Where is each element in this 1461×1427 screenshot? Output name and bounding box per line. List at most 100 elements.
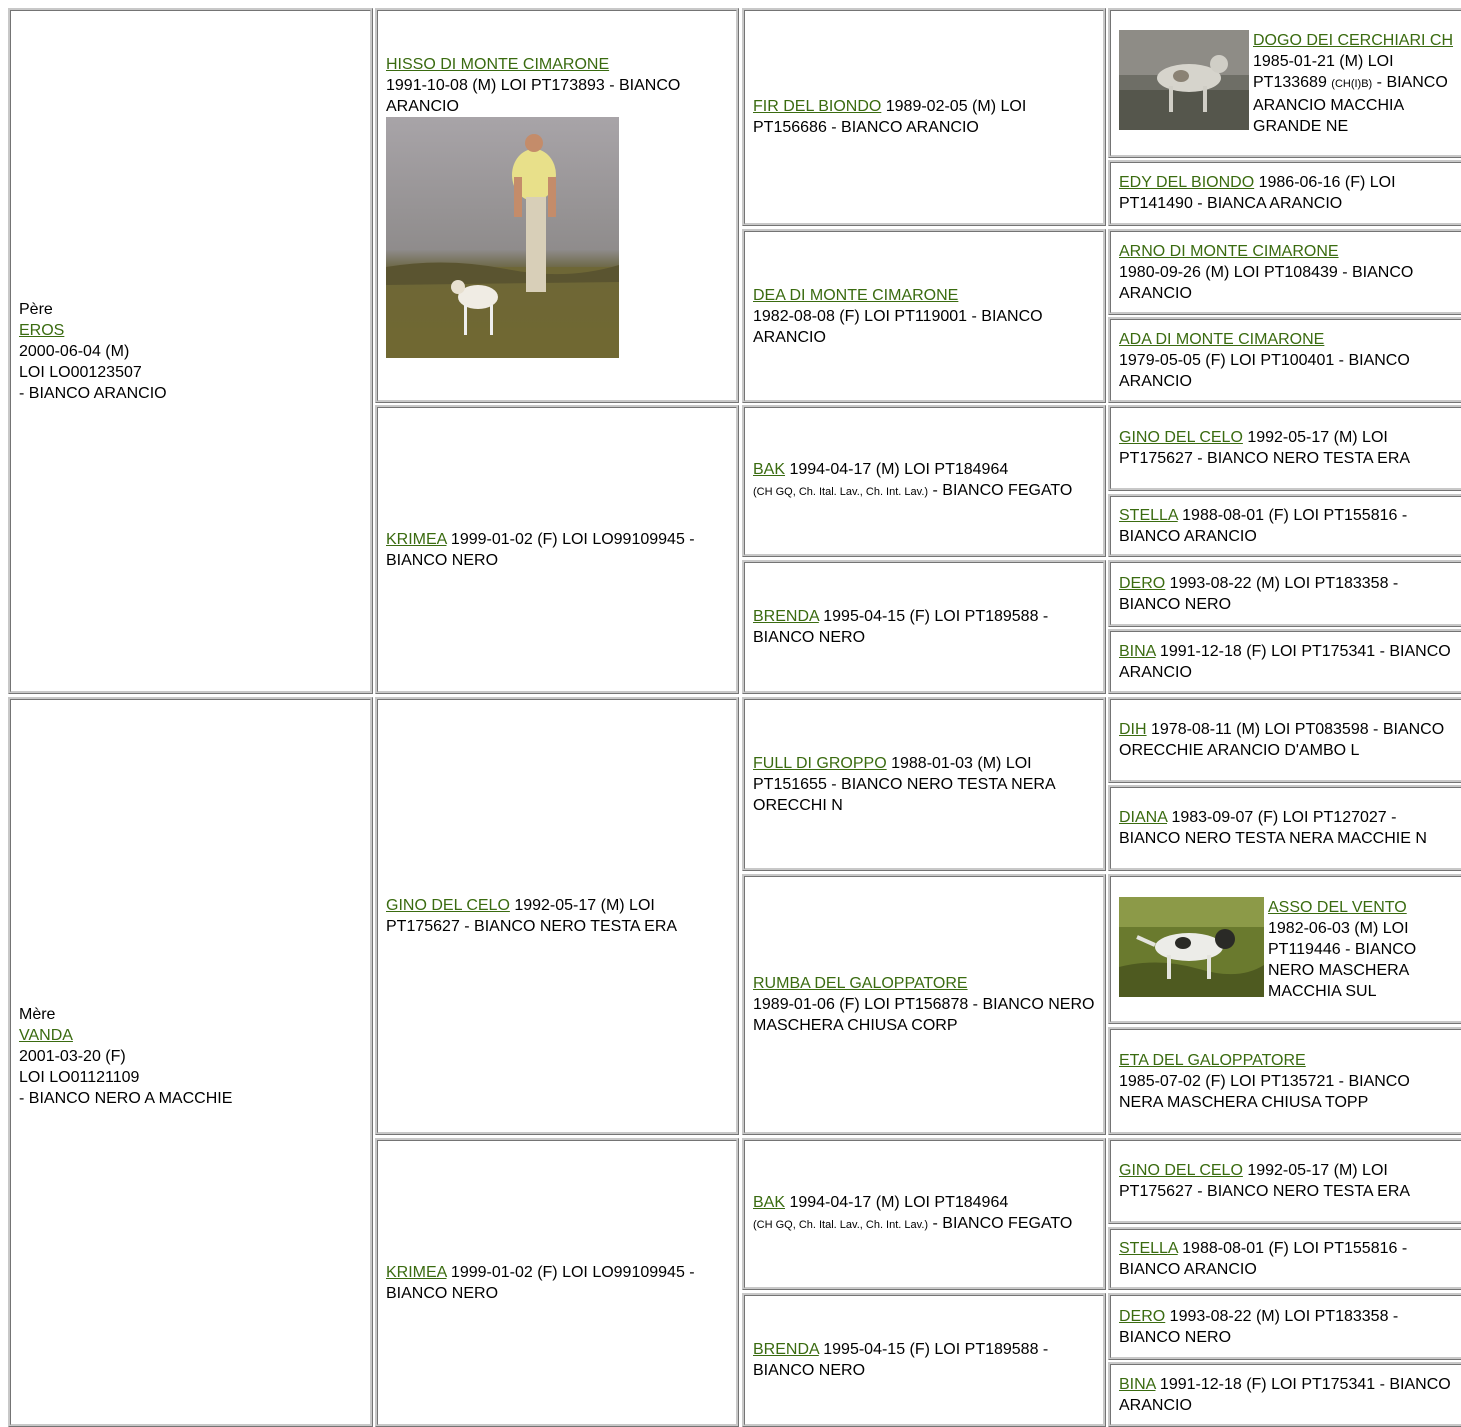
ancestor-cell: GINO DEL CELO 1992-05-17 (M) LOI PT17562… xyxy=(375,697,739,1135)
ancestor-cell: KRIMEA 1999-01-02 (F) LOI LO99109945 - B… xyxy=(375,405,739,694)
sire-color: - BIANCO ARANCIO xyxy=(19,384,167,402)
ancestor-link[interactable]: STELLA xyxy=(1119,506,1178,524)
ancestor-info: 1995-04-15 (F) LOI PT189588 - BIANCO NER… xyxy=(753,608,1049,646)
ancestor-cell: RUMBA DEL GALOPPATORE 1989-01-06 (F) LOI … xyxy=(742,874,1106,1135)
ancestor-link[interactable]: ADA DI MONTE CIMARONE xyxy=(1119,330,1325,348)
ancestor-cell: FULL DI GROPPO 1988-01-03 (M) LOI PT1516… xyxy=(742,697,1106,871)
ancestor-cell: EDY DEL BIONDO 1986-06-16 (F) LOI PT1414… xyxy=(1108,160,1461,226)
ancestor-info: 1988-01-03 (M) LOI PT151655 - BIANCO NER… xyxy=(753,754,1055,814)
ancestor-link[interactable]: BRENDA xyxy=(753,1341,819,1358)
ancestor-link[interactable]: ASSO DEL VENTO xyxy=(1268,898,1407,916)
ancestor-link[interactable]: BAK xyxy=(753,1194,786,1211)
ancestor-cell: BRENDA 1995-04-15 (F) LOI PT189588 - BIA… xyxy=(742,1293,1106,1427)
ancestor-link[interactable]: DIANA xyxy=(1119,809,1168,826)
ancestor-link[interactable]: FIR DEL BIONDO xyxy=(753,98,882,115)
ancestor-cell: STELLA 1988-08-01 (F) LOI PT155816 - BIA… xyxy=(1108,1227,1461,1290)
ancestor-info: 1983-09-07 (F) LOI PT127027 - BIANCO NER… xyxy=(1119,809,1427,847)
dam-reg: LOI LO01121109 xyxy=(19,1068,140,1086)
ancestor-info: 1991-12-18 (F) LOI PT175341 - BIANCO ARA… xyxy=(1119,1375,1451,1414)
ancestor-link[interactable]: KRIMEA xyxy=(386,530,447,548)
ancestor-cell: ADA DI MONTE CIMARONE 1979-05-05 (F) LOI … xyxy=(1108,317,1461,403)
ancestor-cell: DIANA 1983-09-07 (F) LOI PT127027 - BIAN… xyxy=(1108,785,1461,871)
ancestor-link[interactable]: FULL DI GROPPO xyxy=(753,754,887,772)
ancestor-cell: BAK 1994-04-17 (M) LOI PT184964(CH GQ, C… xyxy=(742,1138,1106,1290)
ancestor-info: 1988-08-01 (F) LOI PT155816 - BIANCO ARA… xyxy=(1119,506,1408,545)
dam-cell: Mère VANDA 2001-03-20 (F) LOI LO01121109… xyxy=(8,697,373,1427)
ancestor-link[interactable]: KRIMEA xyxy=(386,1263,447,1281)
ancestor-cell: ASSO DEL VENTO 1982-06-03 (M) LOI PT11944… xyxy=(1108,874,1461,1024)
sire-cell: Père EROS 2000-06-04 (M) LOI LO00123507 … xyxy=(8,8,373,694)
ancestor-info: 1989-01-06 (F) LOI PT156878 - BIANCO NER… xyxy=(753,996,1095,1034)
ancestor-cell: DERO 1993-08-22 (M) LOI PT183358 - BIANC… xyxy=(1108,560,1461,627)
ancestor-info: 1992-05-17 (M) LOI PT175627 - BIANCO NER… xyxy=(386,897,678,935)
ancestor-info: 1982-08-08 (F) LOI PT119001 - BIANCO ARA… xyxy=(753,307,1043,346)
ancestor-info: 1988-08-01 (F) LOI PT155816 - BIANCO ARA… xyxy=(1119,1239,1408,1278)
ancestor-link[interactable]: RUMBA DEL GALOPPATORE xyxy=(753,975,968,992)
ancestor-cell: BINA 1991-12-18 (F) LOI PT175341 - BIANC… xyxy=(1108,629,1461,694)
ancestor-link[interactable]: BAK xyxy=(753,461,786,478)
ancestor-link[interactable]: GINO DEL CELO xyxy=(1119,1162,1243,1179)
ancestor-link[interactable]: BRENDA xyxy=(753,608,819,625)
ancestor-info: 1986-06-16 (F) LOI PT141490 - BIANCA ARA… xyxy=(1119,174,1396,212)
ancestor-link[interactable]: ARNO DI MONTE CIMARONE xyxy=(1119,242,1339,260)
ancestor-info: 1991-12-18 (F) LOI PT175341 - BIANCO ARA… xyxy=(1119,642,1451,681)
ancestor-link[interactable]: DEA DI MONTE CIMARONE xyxy=(753,286,959,304)
ancestor-info: 1991-10-08 (M) LOI PT173893 - BIANCO ARA… xyxy=(386,76,681,115)
sire-dob: 2000-06-04 (M) xyxy=(19,342,130,360)
sire-link[interactable]: EROS xyxy=(19,321,65,339)
ancestor-cell: ARNO DI MONTE CIMARONE 1980-09-26 (M) LOI… xyxy=(1108,229,1461,315)
ancestor-info: 1995-04-15 (F) LOI PT189588 - BIANCO NER… xyxy=(753,1341,1049,1379)
dog-with-handler-photo xyxy=(386,116,619,358)
ancestor-link[interactable]: HISSO DI MONTE CIMARONE xyxy=(386,55,610,73)
ancestor-link[interactable]: DOGO DEI CERCHIARI CH xyxy=(1253,31,1454,49)
dam-dob: 2001-03-20 (F) xyxy=(19,1047,126,1065)
ancestor-info: 1979-05-05 (F) LOI PT100401 - BIANCO ARA… xyxy=(1119,351,1410,390)
ancestor-cell: BINA 1991-12-18 (F) LOI PT175341 - BIANC… xyxy=(1108,1362,1461,1427)
ancestor-info: 1999-01-02 (F) LOI LO99109945 - BIANCO N… xyxy=(386,1263,695,1302)
ancestor-cell: DIH 1978-08-11 (M) LOI PT083598 - BIANCO… xyxy=(1108,697,1461,783)
ancestor-color: - BIANCO ARANCIO MACCHIA GRANDE NE xyxy=(1253,73,1448,135)
ancestor-link[interactable]: DERO xyxy=(1119,574,1166,592)
sire-role: Père xyxy=(19,300,53,318)
ancestor-link[interactable]: DIH xyxy=(1119,721,1147,738)
ancestor-cell: ETA DEL GALOPPATORE 1985-07-02 (F) LOI PT… xyxy=(1108,1027,1461,1135)
ancestor-info: 1992-05-17 (M) LOI PT175627 - BIANCO NER… xyxy=(1119,429,1411,467)
ancestor-link[interactable]: STELLA xyxy=(1119,1239,1178,1257)
pointer-dog-photo xyxy=(1119,896,1264,997)
ancestor-info: 1992-05-17 (M) LOI PT175627 - BIANCO NER… xyxy=(1119,1162,1411,1200)
ancestor-info: 1980-09-26 (M) LOI PT108439 - BIANCO ARA… xyxy=(1119,263,1414,302)
ancestor-cell: HISSO DI MONTE CIMARONE 1991-10-08 (M) L… xyxy=(375,8,739,403)
pointer-dog-photo xyxy=(1119,29,1249,130)
ancestor-titles: (CH GQ, Ch. Ital. Lav., Ch. Int. Lav.) xyxy=(753,1219,929,1231)
ancestor-info: 1999-01-02 (F) LOI LO99109945 - BIANCO N… xyxy=(386,530,695,569)
ancestor-link[interactable]: EDY DEL BIONDO xyxy=(1119,174,1255,191)
ancestor-cell: DERO 1993-08-22 (M) LOI PT183358 - BIANC… xyxy=(1108,1293,1461,1360)
ancestor-link[interactable]: GINO DEL CELO xyxy=(386,897,510,914)
ancestor-titles: (CH(I)B) xyxy=(1331,77,1373,90)
ancestor-info: 1985-07-02 (F) LOI PT135721 - BIANCO NER… xyxy=(1119,1072,1410,1111)
ancestor-link[interactable]: BINA xyxy=(1119,1375,1156,1393)
ancestor-info: 1985-01-21 (M) LOI PT133689 xyxy=(1253,52,1394,91)
dam-role: Mère xyxy=(19,1005,56,1023)
ancestor-titles: (CH GQ, Ch. Ital. Lav., Ch. Int. Lav.) xyxy=(753,486,929,498)
ancestor-link[interactable]: DERO xyxy=(1119,1307,1166,1325)
ancestor-color: - BIANCO FEGATO xyxy=(928,1215,1073,1232)
dam-color: - BIANCO NERO A MACCHIE xyxy=(19,1089,233,1107)
ancestor-cell: FIR DEL BIONDO 1989-02-05 (M) LOI PT1566… xyxy=(742,8,1106,226)
dam-link[interactable]: VANDA xyxy=(19,1026,73,1044)
ancestor-cell: DEA DI MONTE CIMARONE 1982-08-08 (F) LOI … xyxy=(742,229,1106,403)
ancestor-link[interactable]: BINA xyxy=(1119,642,1156,660)
ancestor-info: 1993-08-22 (M) LOI PT183358 - BIANCO NER… xyxy=(1119,1307,1399,1346)
ancestor-cell: DOGO DEI CERCHIARI CH 1985-01-21 (M) LOI … xyxy=(1108,8,1461,158)
ancestor-cell: GINO DEL CELO 1992-05-17 (M) LOI PT17562… xyxy=(1108,405,1461,491)
ancestor-cell: GINO DEL CELO 1992-05-17 (M) LOI PT17562… xyxy=(1108,1138,1461,1224)
ancestor-info: 1978-08-11 (M) LOI PT083598 - BIANCO ORE… xyxy=(1119,721,1445,759)
ancestor-info: 1994-04-17 (M) LOI PT184964 xyxy=(785,461,1009,478)
sire-reg: LOI LO00123507 xyxy=(19,363,142,381)
ancestor-color: - BIANCO FEGATO xyxy=(928,482,1073,499)
ancestor-link[interactable]: ETA DEL GALOPPATORE xyxy=(1119,1051,1306,1069)
ancestor-cell: KRIMEA 1999-01-02 (F) LOI LO99109945 - B… xyxy=(375,1138,739,1427)
ancestor-cell: BRENDA 1995-04-15 (F) LOI PT189588 - BIA… xyxy=(742,560,1106,694)
ancestor-info: 1982-06-03 (M) LOI PT119446 - BIANCO NER… xyxy=(1268,919,1417,1000)
ancestor-link[interactable]: GINO DEL CELO xyxy=(1119,429,1243,446)
